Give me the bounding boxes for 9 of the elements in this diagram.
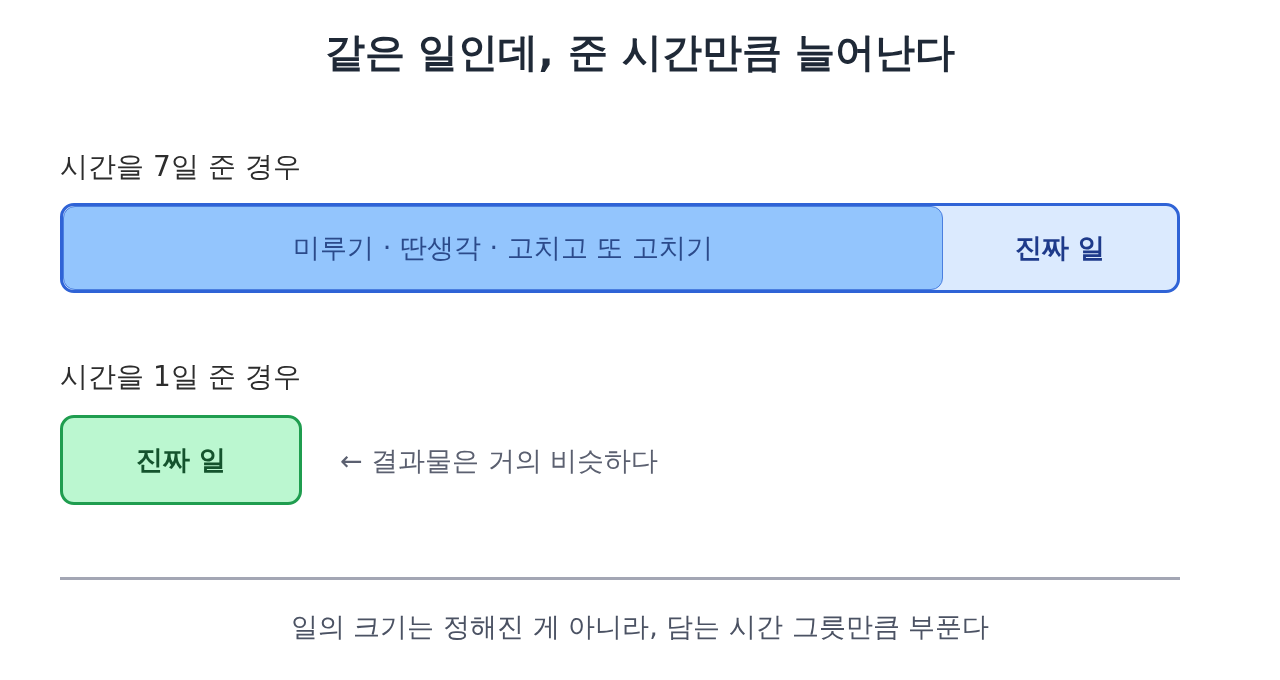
bar-label: 진짜 일 [1014,231,1106,265]
note-text: ← 결과물은 거의 비슷하다 [340,444,659,478]
section-heading: 시간을 1일 준 경우 [60,359,301,395]
work-box: 진짜 일 [60,415,302,505]
title: 같은 일인데, 준 시간만큼 늘어난다 [323,28,957,77]
time-bar [60,203,1180,293]
section-heading: 시간을 7일 준 경우 [60,149,301,185]
caption: 일의 크기는 정해진 게 아니라, 담는 시간 그릇만큼 부푼다 [289,610,991,644]
bar-segment: 미루기 · 딴생각 · 고치고 또 고치기 [63,206,943,290]
